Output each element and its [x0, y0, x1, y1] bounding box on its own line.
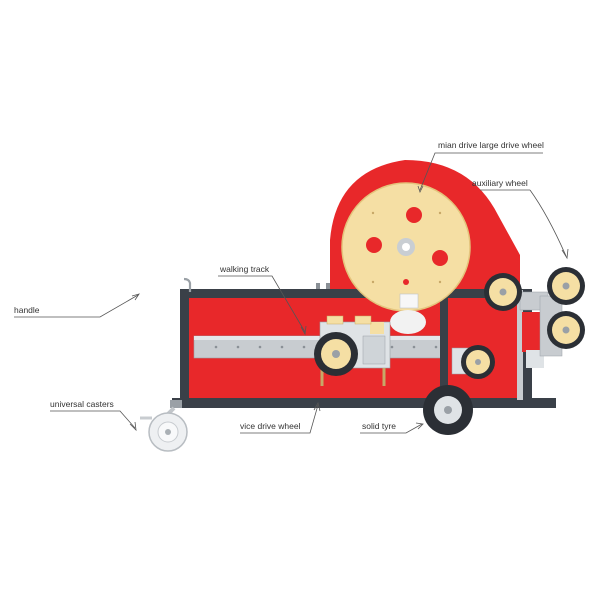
handle — [183, 277, 192, 292]
label-auxiliary-wheel: auxiliary wheel — [472, 178, 528, 188]
label-vice-drive-wheel: vice drive wheel — [240, 421, 301, 431]
wheel-hole-bottom — [403, 279, 409, 285]
aux-wheel-top-right — [547, 267, 585, 305]
label-universal-casters: universal casters — [50, 399, 114, 409]
idler-wheel — [451, 345, 495, 379]
aux-wheel-left — [484, 273, 522, 311]
auxiliary-wheel-set — [484, 267, 585, 400]
main-drive-wheel — [341, 182, 471, 312]
label-handle: handle — [14, 305, 40, 315]
universal-caster — [140, 400, 188, 452]
label-solid-tyre: solid tyre — [362, 421, 396, 431]
aux-wheel-bottom-right — [547, 311, 585, 349]
vice-drive-wheel — [314, 332, 358, 376]
label-walking-track: walking track — [219, 264, 270, 274]
solid-tyre — [423, 385, 473, 435]
track-bolts — [214, 345, 438, 349]
guide-pulley — [390, 310, 426, 334]
frame-bolt-left — [316, 283, 320, 289]
wheel-hole-right — [432, 250, 448, 266]
label-main-drive-wheel: mian drive large drive wheel — [438, 140, 544, 150]
vice-drive-assembly — [314, 315, 391, 386]
wheel-hole-left — [366, 237, 382, 253]
wheel-hole-top — [406, 207, 422, 223]
frame-bolt-right — [326, 283, 330, 289]
callouts: mian drive large drive wheel auxiliary w… — [14, 140, 569, 434]
